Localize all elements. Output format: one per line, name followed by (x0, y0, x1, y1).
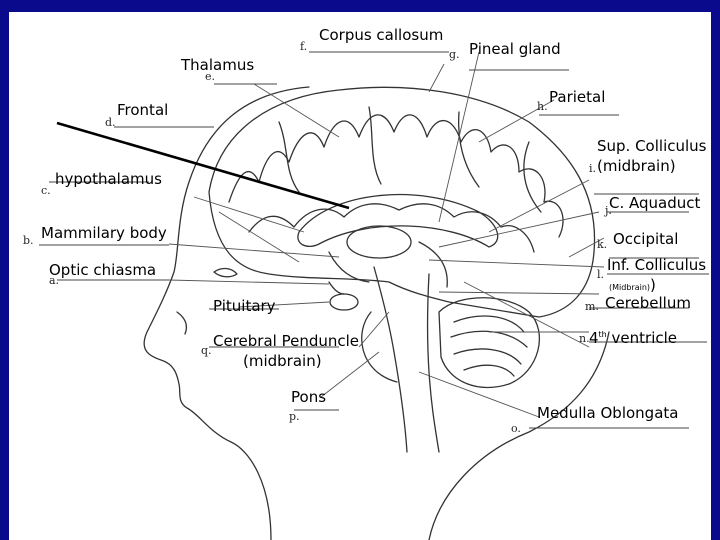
slide: Corpus callosum Pineal gland Thalamus Pa… (9, 12, 711, 540)
label-corpus-callosum: Corpus callosum (319, 26, 444, 44)
brainstem (373, 266, 408, 453)
label-medulla: Medulla Oblongata (537, 404, 679, 422)
label-midbrain-small: (Midbrain) (609, 283, 651, 292)
brain-outline (208, 86, 596, 318)
label-pons: Pons (291, 388, 327, 406)
letter-l: l. (597, 268, 605, 281)
label-paren-close: ) (650, 276, 656, 294)
label-pituitary: Pituitary (213, 297, 276, 315)
letter-p: p. (289, 410, 300, 423)
letter-o: o. (511, 422, 521, 435)
letter-m: m. (585, 300, 599, 313)
label-c-aquaduct: C. Aquaduct (609, 194, 701, 212)
eye (213, 267, 238, 278)
label-th: th (598, 330, 607, 339)
letter-e: e. (205, 70, 216, 83)
neck-back (428, 331, 610, 540)
label-cerebellum: Cerebellum (605, 294, 691, 312)
label-thalamus: Thalamus (181, 56, 255, 74)
label-mammilary-body: Mammilary body (41, 224, 167, 242)
letter-g: g. (449, 48, 460, 61)
letter-j: j. (605, 204, 612, 217)
label-pineal-gland: Pineal gland (469, 40, 561, 58)
letter-q: q. (201, 344, 212, 357)
thalamus-shape (346, 225, 412, 259)
letter-f: f. (300, 40, 308, 53)
label-frontal: Frontal (117, 101, 169, 119)
label-midbrain-sup: (midbrain) (597, 157, 676, 175)
label-ventricle: ventricle (606, 329, 678, 347)
letter-b: b. (23, 234, 34, 247)
letter-a: a. (49, 274, 60, 287)
pituitary-shape (329, 293, 359, 311)
pointer-arrow-line (56, 121, 350, 210)
label-parietal: Parietal (549, 88, 606, 106)
head-outline (143, 86, 310, 540)
label-optic-chiasma: Optic chiasma (49, 261, 157, 279)
corpus-callosum-shape (297, 193, 499, 248)
label-fourth-ventricle: 4th ventricle (589, 326, 677, 347)
cerebellum-shape (438, 297, 541, 389)
letter-k: k. (597, 238, 608, 251)
label-sup-colliculus: Sup. Colliculus (597, 137, 707, 155)
label-midbrain-inf: (Midbrain)) (609, 276, 656, 297)
brain-diagram (39, 51, 709, 540)
label-inf-colliculus: Inf. Colliculus (607, 256, 707, 274)
letter-n: n. (579, 332, 590, 345)
letter-i: i. (589, 162, 597, 175)
letter-c: c. (41, 184, 51, 197)
label-occipital: Occipital (613, 230, 679, 248)
letter-d: d. (105, 116, 116, 129)
label-hypothalamus: hypothalamus (55, 170, 162, 188)
letter-h: h. (537, 100, 548, 113)
label-fourth: 4 (589, 329, 599, 347)
label-cerebral-peduncle: Cerebral Penduncle (213, 332, 360, 350)
label-midbrain-ped: (midbrain) (243, 352, 322, 370)
